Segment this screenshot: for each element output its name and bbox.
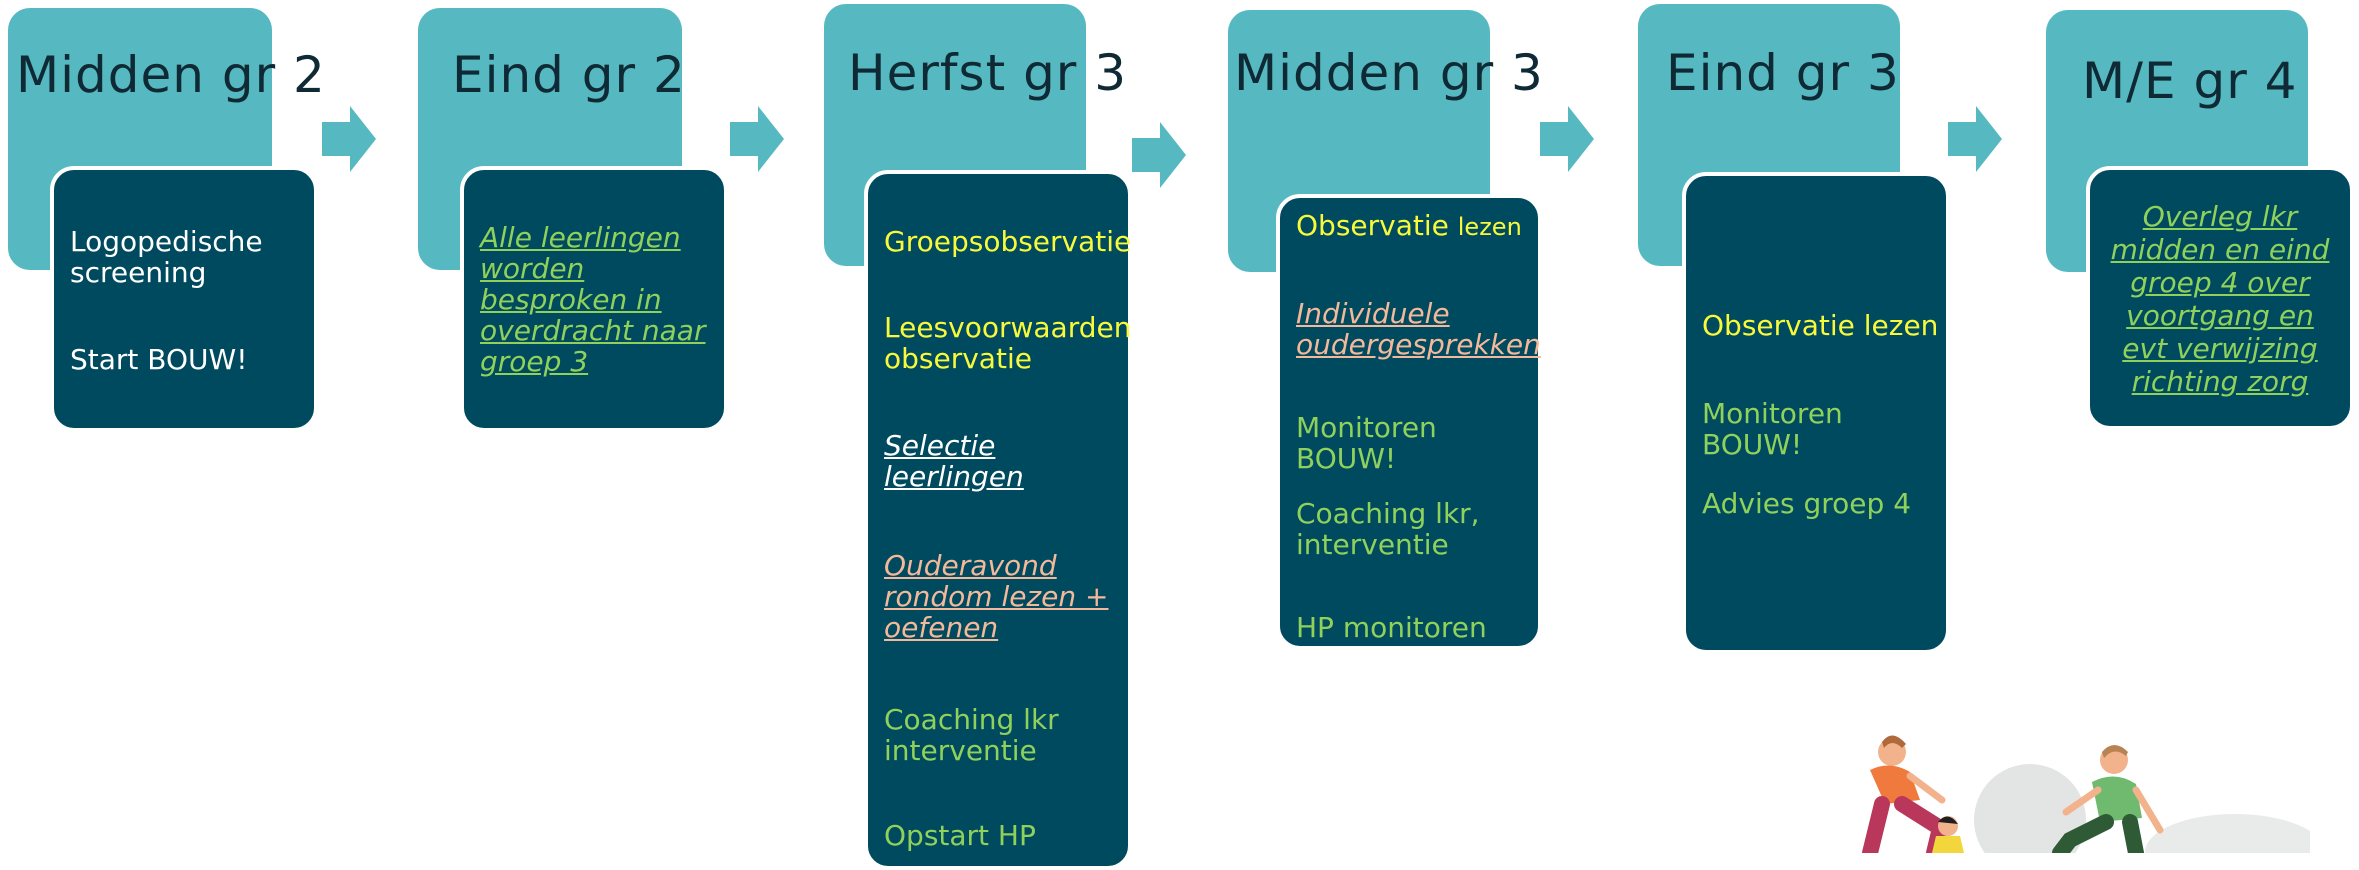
stage-4-card: Observatie lezen Individuele oudergespre…: [1276, 194, 1542, 650]
stage-4-title: Midden gr 3: [1234, 44, 1544, 102]
stage-4-item-1: Observatie lezen: [1296, 210, 1536, 243]
stage-5-title: Eind gr 3: [1666, 44, 1900, 102]
arrow-right-icon: [1948, 106, 2002, 172]
stage-3-card: Groepsobservatie Leesvoorwaarden observa…: [864, 170, 1132, 870]
arrow-right-icon: [1540, 106, 1594, 172]
stage-6-item-1[interactable]: Overleg lkr midden en eind groep 4 over …: [2110, 200, 2330, 398]
stage-3-item-4[interactable]: Ouderavond rondom lezen + oefenen: [884, 549, 1109, 644]
stage-6-title: M/E gr 4: [2082, 52, 2298, 110]
arrow-right-icon: [730, 106, 784, 172]
stage-1-item-1: Logopedische screening: [70, 225, 263, 289]
stage-3-title: Herfst gr 3: [848, 44, 1128, 102]
stage-4-item-3: Monitoren BOUW!: [1296, 411, 1437, 475]
arrow-right-icon: [322, 106, 376, 172]
stage-2-item-1[interactable]: Alle leerlingen worden besproken in over…: [480, 221, 706, 378]
stage-5-item-2: Monitoren BOUW!: [1702, 397, 1843, 461]
stage-4-item-1-main: Observatie: [1296, 209, 1449, 242]
people-pushing-ball-illustration: [1862, 735, 2310, 853]
stage-2-card: Alle leerlingen worden besproken in over…: [460, 166, 728, 432]
stage-4-item-4: Coaching lkr, interventie: [1296, 497, 1480, 561]
stage-1-item-2: Start BOUW!: [70, 343, 248, 376]
arrow-right-icon: [1132, 122, 1186, 188]
stage-1-card: Logopedische screening Start BOUW!: [50, 166, 318, 432]
stage-3-item-3[interactable]: Selectie leerlingen: [884, 429, 1024, 493]
stage-3-item-2: Leesvoorwaarden observatie: [884, 311, 1132, 375]
stage-3-item-5: Coaching lkr interventie: [884, 703, 1059, 767]
stage-5-card: Observatie lezen Monitoren BOUW! Advies …: [1682, 172, 1950, 654]
stage-4-item-1-suffix: lezen: [1457, 213, 1522, 241]
stage-1-title: Midden gr 2: [16, 46, 326, 104]
stage-4-item-2[interactable]: Individuele oudergesprekken: [1296, 297, 1541, 361]
stage-3-item-6: Opstart HP: [884, 819, 1036, 852]
stage-4-item-5: HP monitoren: [1296, 611, 1487, 644]
stage-3-item-1: Groepsobservatie: [884, 225, 1132, 258]
stage-6-card: Overleg lkr midden en eind groep 4 over …: [2086, 166, 2354, 430]
stage-2-title: Eind gr 2: [452, 46, 686, 104]
stage-5-item-1: Observatie lezen: [1702, 309, 1939, 342]
stage-5-item-3: Advies groep 4: [1702, 487, 1912, 520]
